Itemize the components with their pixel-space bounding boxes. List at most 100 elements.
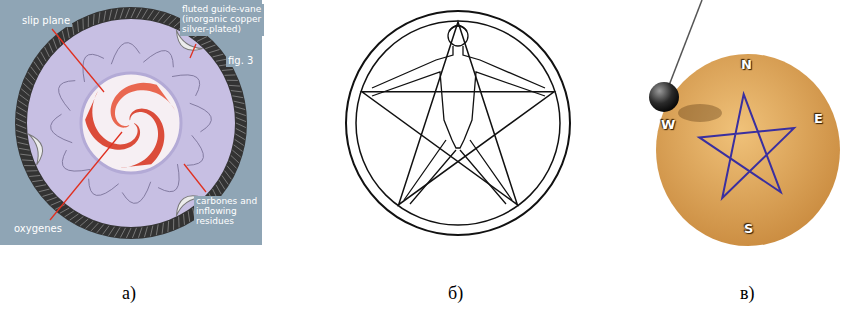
panel-caption: а) [122,284,136,304]
hatch-line [82,19,83,30]
hatch-line [173,219,174,230]
hatch-line [231,91,242,92]
hatch-line [34,62,40,71]
hatch-line [229,85,240,87]
hatch-line [32,180,43,182]
core-circle [81,73,181,173]
compass-letter: S [744,222,753,236]
hatch-line [62,31,65,42]
hatch-line [31,67,38,76]
pendulum-string [668,0,702,88]
panel-caption: б) [448,284,463,304]
hatch-line [142,9,148,18]
flow-loop [190,103,212,132]
ball-shadow [678,104,722,122]
callout-label: carbones and inflowing residues [194,196,262,228]
hatch-line [41,52,46,62]
hatch-line [104,11,106,22]
panel-caption: в) [740,284,755,304]
hatch-line [219,180,225,189]
hatch-line [153,12,160,21]
hatch-line [72,24,74,35]
hatch-line [232,96,243,98]
hatch-line [53,38,57,48]
hatch-line [234,101,245,103]
hatch-line [114,227,120,236]
hatch-line [51,201,61,205]
pentagram-figure [346,11,570,235]
hatch-line [162,223,163,234]
hatch-line [46,197,56,201]
hatch-line [16,124,26,128]
hatch-line [35,185,46,187]
hatch-line [18,142,29,144]
leader-line [190,44,196,58]
hatch-line [77,21,79,32]
hatch-line [201,41,211,45]
leader-lines [50,29,206,220]
arms-torso [372,72,545,140]
hatch-line [183,214,185,225]
hatch-line [97,224,104,232]
spiral-arm [85,91,140,150]
hatch-line [109,10,111,21]
hatch-line [19,148,30,150]
hatch-line [169,17,177,25]
flow-loop [187,135,204,165]
hatch-line [60,208,70,213]
pentagram [362,22,554,205]
hatch-line [37,57,43,66]
hatch-line [236,118,246,122]
hatch-line [150,226,152,237]
hatch-line [222,69,233,71]
hatch-line [120,228,125,238]
hatch-line [235,139,244,145]
hatch-line [235,112,245,116]
hatch-line [126,228,131,238]
flow-loop [122,182,151,204]
legs [404,140,512,204]
hatch-line [88,16,89,27]
flow-loop [111,43,140,65]
hips [452,140,464,148]
leader-line [50,132,122,220]
hatch-line [20,95,29,102]
hatch-line [28,72,35,80]
hatch-line [231,155,239,162]
hatch-line [29,175,40,177]
hatch-line [23,83,31,90]
compass-letter: N [741,58,752,72]
hatch-line [93,14,95,25]
hatch-line [209,50,219,53]
hatch-line [86,221,94,229]
flow-loop [143,51,173,68]
hatch-line [216,185,221,195]
hatch-line [16,112,26,117]
flow-loops [51,43,212,204]
compass-disc [656,54,840,246]
hair [449,26,467,32]
hatch-line [232,150,240,157]
spiral-arm [111,83,176,128]
hatch-line [17,106,26,112]
hatch-line [17,136,28,139]
hatch-line [39,189,50,192]
hatch-line [225,171,232,180]
flow-loop [158,164,179,192]
hatch-line [43,193,53,196]
hatch-line [138,227,142,237]
hatch-line [49,43,53,53]
hatch-line [21,89,29,96]
flow-loop [51,114,73,143]
flow-loop [89,179,119,196]
hatch-line [197,37,207,42]
hatch-line [158,13,165,21]
hatch-line [103,226,110,235]
hatch-line [80,219,88,226]
hatch-line [65,211,74,217]
hatch-line [205,45,215,49]
hatch-line [27,170,38,171]
hatch-line [67,27,69,38]
hatch-line [25,78,33,86]
hatch-line [144,227,147,238]
